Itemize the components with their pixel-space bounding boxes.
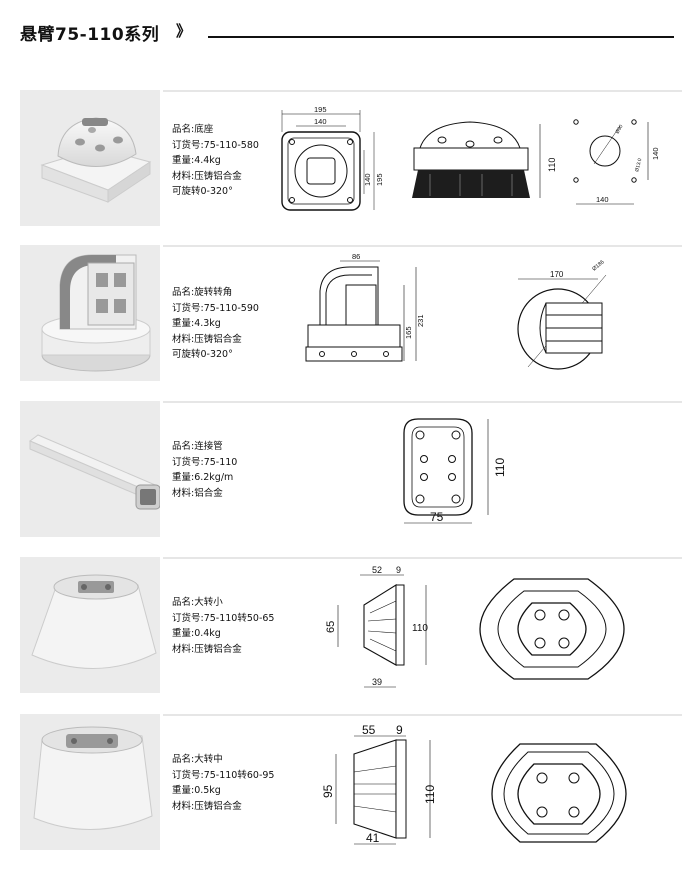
- row-divider: [163, 90, 682, 92]
- dim-41: 41: [366, 831, 380, 845]
- double-chevron-icon: 》: [176, 22, 192, 40]
- dim-dia-13: Ø13.0: [634, 158, 643, 173]
- dim-dia-90: Ø90: [615, 124, 625, 135]
- drawing-top-view: 195 140 140 195: [281, 105, 384, 211]
- dim-dia-186: Ø186: [591, 259, 605, 272]
- product-row-reducer-medium: 品名:大转中 订货号:75-110转60-95 重量:0.5kg 材料:压铸铝合…: [20, 714, 682, 850]
- product-photo-reducer-medium: [20, 714, 160, 850]
- drawing-front-view: 110: [412, 121, 557, 198]
- info-name: 品名:大转中: [172, 754, 223, 765]
- dim-140-top: 140: [314, 117, 327, 126]
- info-order-no: 订货号:75-110转50-65: [172, 612, 275, 624]
- product-info: 品名:大转中 订货号:75-110转60-95 重量:0.5kg 材料:压铸铝合…: [172, 752, 274, 814]
- info-order-no: 订货号:75-110-580: [172, 139, 259, 151]
- product-row-reducer-small: 品名:大转小 订货号:75-110转50-65 重量:0.4kg 材料:压铸铝合…: [20, 557, 682, 693]
- info-name: 品名:大转小: [172, 597, 223, 608]
- product-photo-tube: [20, 401, 160, 537]
- dim-55: 55: [362, 723, 376, 737]
- page-header: 悬臂75-110系列 》: [20, 18, 674, 48]
- dim-75: 75: [430, 510, 444, 524]
- dim-65: 65: [325, 621, 337, 633]
- info-weight: 重量:6.2kg/m: [172, 472, 234, 483]
- info-rotation: 可旋转0-320°: [172, 186, 233, 197]
- dim-195-side: 195: [375, 173, 384, 186]
- info-name: 品名:底座: [172, 124, 214, 135]
- info-order-no: 订货号:75-110-590: [172, 302, 259, 314]
- drawing-hole-layout: Ø90 Ø13.0 140 140: [573, 119, 660, 205]
- info-material: 材料:压铸铝合金: [172, 170, 242, 182]
- dim-110: 110: [412, 623, 428, 634]
- row-divider: [163, 401, 682, 403]
- row-divider: [163, 557, 682, 559]
- dim-9: 9: [396, 565, 401, 575]
- info-weight: 重量:4.3kg: [172, 318, 221, 329]
- info-material: 材料:铝合金: [172, 487, 223, 499]
- drawing-reducer-top: [479, 578, 625, 680]
- row-divider: [163, 245, 682, 247]
- dim-140-holes-v: 140: [651, 147, 660, 160]
- product-row-base: 品名:底座 订货号:75-110-580 重量:4.4kg 材料:压铸铝合金 可…: [20, 90, 682, 226]
- dim-110: 110: [423, 785, 437, 804]
- header-rule: [208, 36, 674, 38]
- dim-195-top: 195: [314, 105, 327, 114]
- dim-95: 95: [321, 784, 335, 798]
- info-order-no: 订货号:75-110转60-95: [172, 769, 275, 781]
- dim-170: 170: [550, 270, 564, 279]
- drawing-reducer-top: [491, 743, 627, 843]
- dim-110-front: 110: [547, 158, 557, 172]
- info-rotation: 可旋转0-320°: [172, 349, 233, 360]
- product-row-connecting-tube: 品名:连接管 订货号:75-110 重量:6.2kg/m 材料:铝合金 110 …: [20, 401, 682, 537]
- product-row-rotating-corner: 品名:旋转转角 订货号:75-110-590 重量:4.3kg 材料:压铸铝合金…: [20, 245, 682, 381]
- drawing-side-view: 86 165 231: [305, 252, 425, 362]
- info-weight: 重量:0.5kg: [172, 785, 221, 796]
- product-photo-corner: [20, 245, 160, 381]
- dim-52: 52: [372, 565, 382, 575]
- info-material: 材料:压铸铝合金: [172, 643, 242, 655]
- drawing-reducer-side: 52 9 65 110 39: [325, 565, 428, 688]
- info-name: 品名:旋转转角: [172, 287, 233, 298]
- row-divider: [163, 714, 682, 716]
- product-info: 品名:连接管 订货号:75-110 重量:6.2kg/m 材料:铝合金: [172, 439, 237, 501]
- product-photo-base: [20, 90, 160, 226]
- drawing-corner-top-view: 170 Ø186: [517, 259, 607, 370]
- product-photo-reducer-small: [20, 557, 160, 693]
- dim-165: 165: [404, 326, 413, 339]
- dim-231: 231: [416, 314, 425, 327]
- page-title: 悬臂75-110系列: [20, 25, 160, 45]
- dim-39: 39: [372, 677, 382, 687]
- dim-86: 86: [352, 252, 360, 261]
- info-material: 材料:压铸铝合金: [172, 333, 242, 345]
- product-info: 品名:大转小 订货号:75-110转50-65 重量:0.4kg 材料:压铸铝合…: [172, 595, 274, 657]
- dim-140-side: 140: [363, 173, 372, 186]
- product-info: 品名:底座 订货号:75-110-580 重量:4.4kg 材料:压铸铝合金 可…: [172, 122, 259, 200]
- info-material: 材料:压铸铝合金: [172, 800, 242, 812]
- dim-110: 110: [493, 458, 507, 477]
- info-weight: 重量:0.4kg: [172, 628, 221, 639]
- drawing-tube-section: 110 75: [403, 418, 507, 524]
- info-order-no: 订货号:75-110: [172, 456, 238, 468]
- info-name: 品名:连接管: [172, 441, 223, 452]
- info-weight: 重量:4.4kg: [172, 155, 221, 166]
- drawing-reducer-side: 55 9 95 110 41: [321, 723, 437, 845]
- dim-140-holes: 140: [596, 195, 609, 204]
- dim-9: 9: [396, 723, 403, 737]
- product-info: 品名:旋转转角 订货号:75-110-590 重量:4.3kg 材料:压铸铝合金…: [172, 285, 259, 363]
